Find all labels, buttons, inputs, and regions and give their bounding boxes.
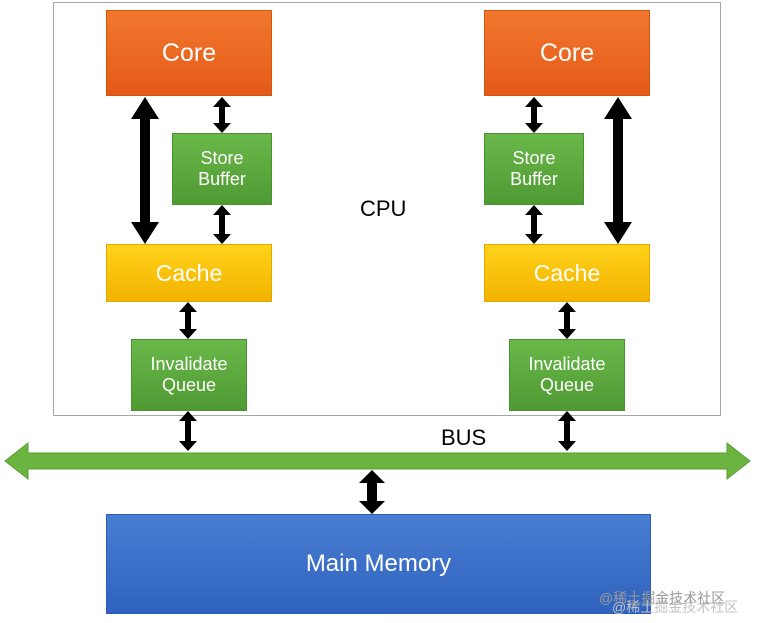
right-core-box: Core (484, 10, 650, 96)
right-core-cache-arrow (604, 97, 632, 244)
bus-memory-arrow (359, 470, 385, 514)
cpu-label: CPU (360, 196, 407, 221)
right-invalidate-queue-box: Invalidate Queue (509, 339, 625, 411)
bus-label: BUS (441, 425, 487, 450)
left-core-box: Core (106, 10, 272, 96)
right-cache-box: Cache (484, 244, 650, 302)
right-store-cache-arrow (525, 205, 543, 244)
watermark-shadow: @稀土掘金技术社区 (612, 599, 739, 615)
right-store-buffer-box: Store Buffer (484, 133, 584, 205)
left-core-cache-arrow (131, 97, 159, 244)
left-store-buffer-box: Store Buffer (172, 133, 272, 205)
left-store-cache-arrow (213, 205, 231, 244)
left-invalidate-queue-box: Invalidate Queue (131, 339, 247, 411)
left-core-store-arrow (213, 97, 231, 133)
right-core-store-arrow (525, 97, 543, 133)
left-queue-bus-arrow (179, 411, 197, 451)
left-cache-box: Cache (106, 244, 272, 302)
watermark: @稀土掘金技术社区 (599, 590, 726, 606)
bus-arrow (4, 441, 751, 481)
right-queue-bus-arrow (558, 411, 576, 451)
main-memory-box: Main Memory (106, 514, 651, 614)
right-cache-queue-arrow (558, 302, 576, 339)
left-cache-queue-arrow (179, 302, 197, 339)
